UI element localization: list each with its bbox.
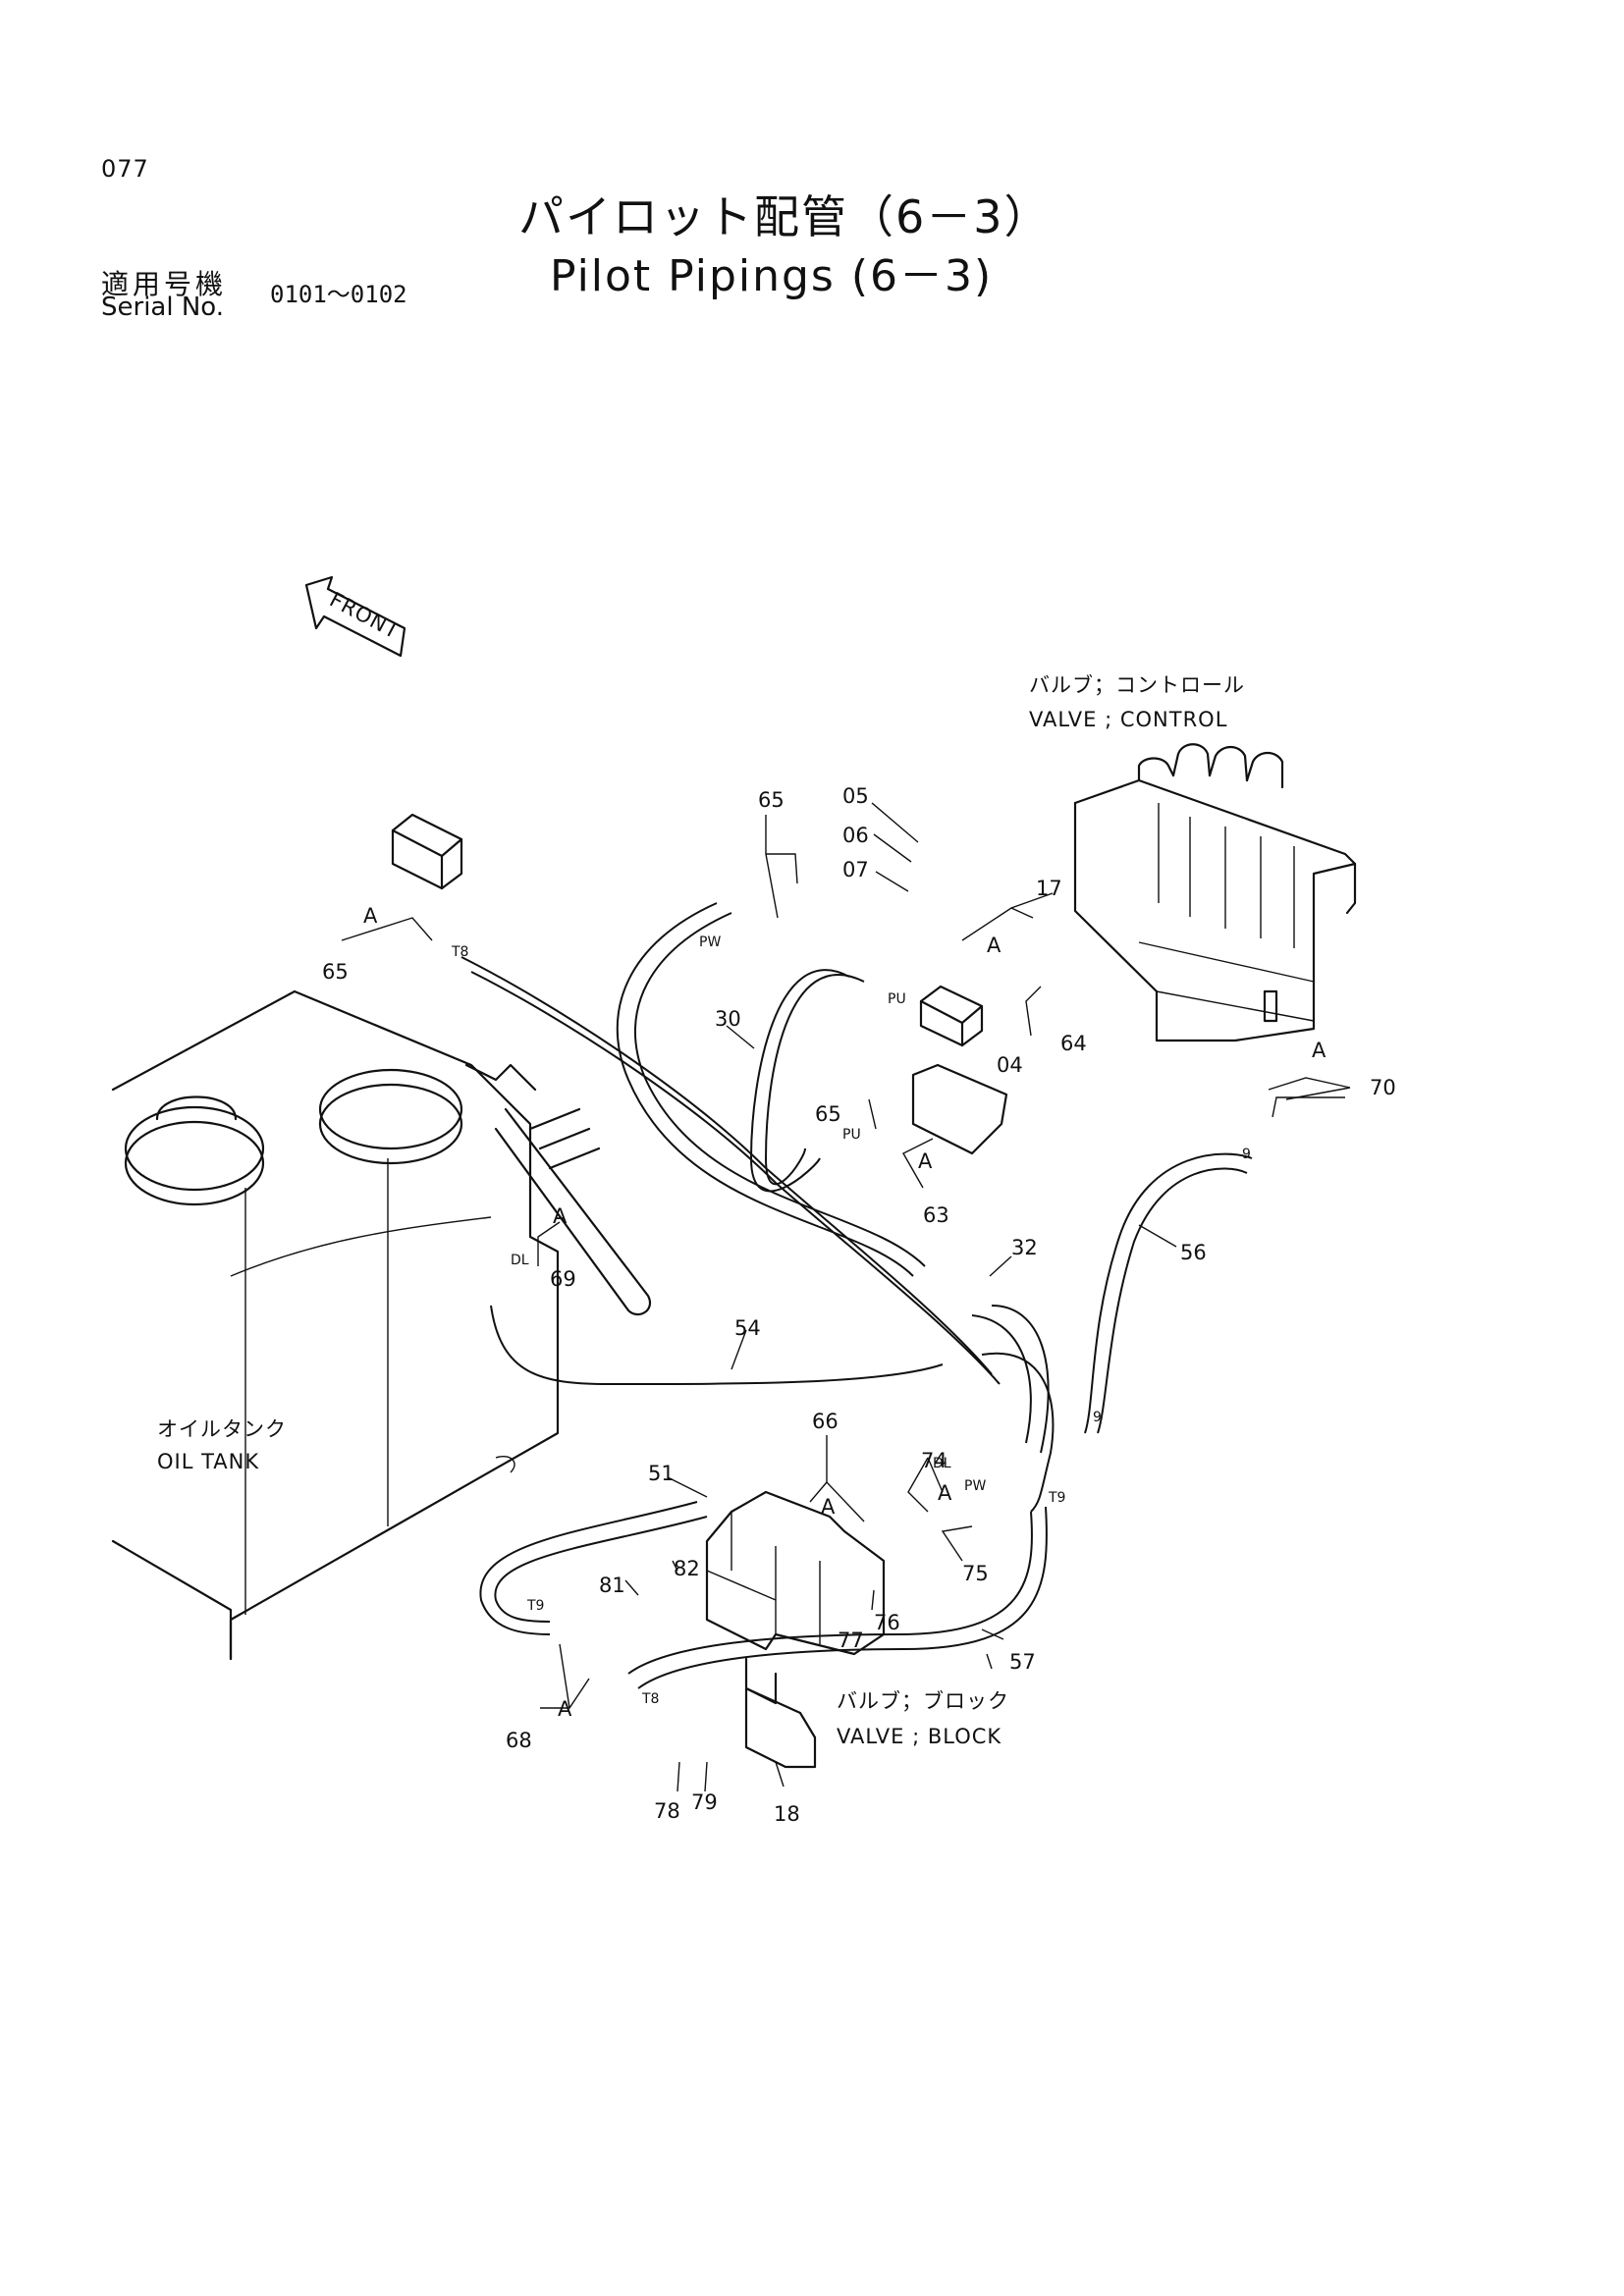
block-valve-label-en: VALVE ; BLOCK [837,1725,1001,1748]
port-label: T9 [526,1598,544,1614]
port-label: 9 [1242,1147,1251,1162]
callout-18: 18 [774,1802,800,1826]
callout-17: 17 [1036,877,1062,900]
callout-a: A [1312,1039,1326,1062]
serial-range: 0101～0102 [270,281,407,308]
callout-56: 56 [1180,1241,1207,1264]
callout-54: 54 [734,1316,761,1340]
callout-75: 75 [962,1562,989,1585]
callout-51: 51 [648,1462,675,1485]
callout-64: 64 [1060,1032,1087,1055]
control-valve-label-jp: バルブ；コントロール [1029,673,1245,697]
callout-65: 65 [815,1102,841,1126]
leader-lines [341,802,1351,1792]
oil-tank-drawing [111,989,651,1661]
callout-a: A [558,1697,572,1721]
callout-32: 32 [1011,1236,1038,1259]
control-valve-label-en: VALVE ; CONTROL [1029,708,1227,731]
port-label: PU [888,991,906,1007]
hoses [460,902,1253,1689]
callout-a: A [918,1149,933,1173]
port-label: DL [933,1456,951,1471]
callout-a: A [821,1495,836,1519]
callout-06: 06 [842,824,869,847]
callout-04: 04 [997,1053,1023,1077]
serial-label-english: Serial No. [101,293,224,322]
page-title-japanese: パイロット配管（6－3） [518,190,1052,243]
serial-label-japanese: 適用号機 [101,268,228,300]
callout-78: 78 [654,1799,680,1823]
callout-77: 77 [838,1629,864,1652]
port-label: 9 [1093,1410,1102,1425]
callout-a: A [938,1481,952,1505]
callout-30: 30 [715,1007,741,1031]
callout-74: 74 [921,1449,947,1472]
block-valve-label-jp: バルブ；ブロック [837,1689,1009,1713]
callout-a: A [553,1204,568,1228]
callout-76: 76 [874,1611,900,1634]
control-valve-drawing [1073,743,1357,1042]
port-label: PW [964,1478,986,1494]
port-label: PW [699,934,721,950]
callout-79: 79 [691,1790,718,1814]
callout-07: 07 [842,858,869,881]
port-label: T8 [451,944,468,960]
callout-69: 69 [550,1267,576,1291]
callout-05: 05 [842,784,869,808]
manifold-blocks [391,813,1008,1155]
callout-70: 70 [1370,1076,1396,1099]
page-number: 077 [101,155,149,183]
front-label: FRONT [326,588,404,644]
callout-66: 66 [812,1410,839,1433]
port-label: T8 [641,1691,659,1707]
callout-65: 65 [322,960,349,984]
callout-68: 68 [506,1729,532,1752]
oil-tank-label-jp: オイルタンク [157,1417,287,1441]
callout-82: 82 [674,1557,700,1580]
callout-63: 63 [923,1203,949,1227]
page-title-english: Pilot Pipings (6－3) [550,251,994,301]
callout-57: 57 [1009,1650,1036,1674]
port-label: DL [511,1253,529,1268]
front-direction-arrow: FRONT [304,575,406,658]
oil-tank-label-en: OIL TANK [157,1450,259,1473]
callout-a: A [363,904,378,928]
callout-81: 81 [599,1574,625,1597]
port-label: PU [842,1127,861,1143]
callout-65: 65 [758,788,785,812]
callout-a: A [987,934,1001,957]
port-label: T9 [1048,1490,1065,1506]
